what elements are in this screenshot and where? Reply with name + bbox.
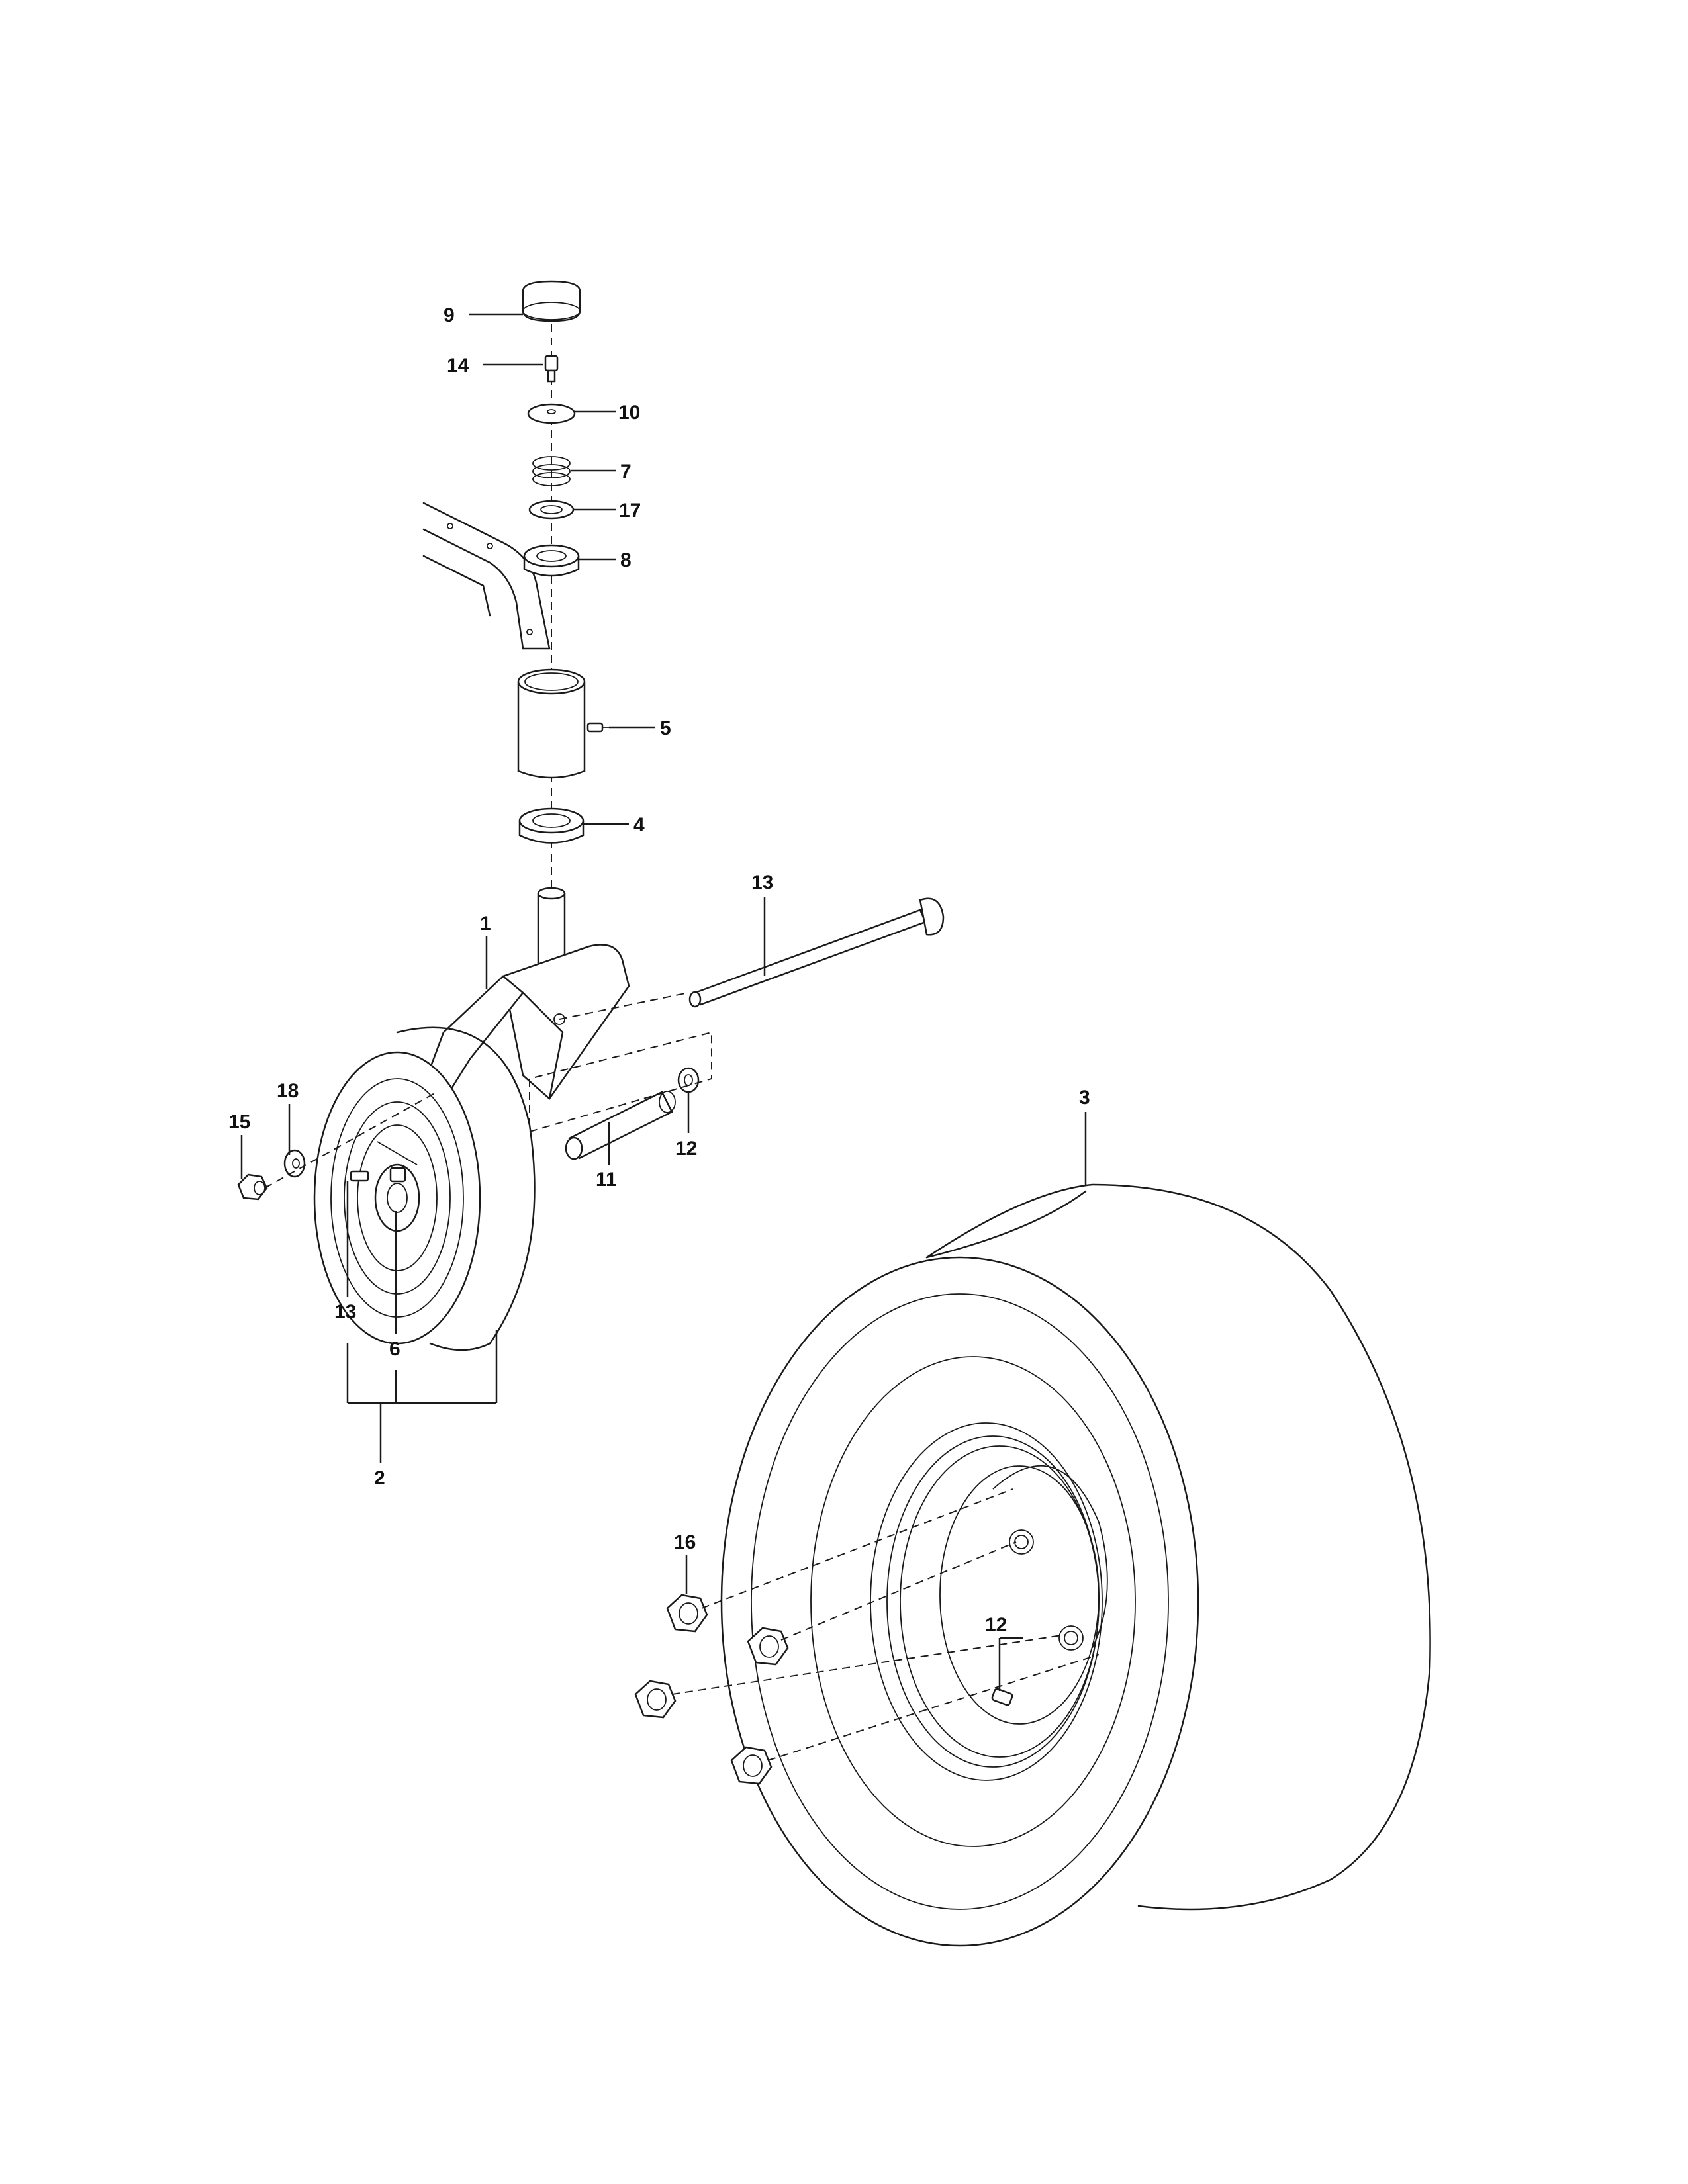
- frame-arm: [422, 502, 551, 650]
- callout-7: 7: [620, 461, 632, 482]
- part-long-bolt: [688, 897, 945, 1008]
- callout-19: 18: [277, 1080, 299, 1102]
- callout-14: 13: [751, 872, 773, 893]
- part-bearing-upper: [523, 544, 580, 577]
- callout-8: 8: [620, 549, 632, 571]
- callout-16: 15: [228, 1111, 250, 1133]
- callout-3: 3: [1079, 1087, 1090, 1109]
- part-nut-16: [237, 1173, 268, 1201]
- part-caster-fork: [422, 887, 630, 1114]
- lug-nut-4: [730, 1746, 773, 1785]
- callout-18: 17: [619, 500, 641, 522]
- callout-12-caster: 12: [675, 1138, 697, 1160]
- part-dust-cap: [522, 280, 581, 322]
- callout-15: 14: [447, 355, 469, 377]
- part-pivot-tube: [517, 668, 609, 779]
- part-spring: [532, 456, 571, 486]
- callout-11: 11: [596, 1169, 617, 1191]
- callout-6: 6: [389, 1338, 400, 1360]
- callout-10: 10: [618, 402, 640, 424]
- lug-nut-3: [634, 1680, 677, 1719]
- callout-5: 5: [660, 717, 671, 739]
- callout-9: 9: [444, 304, 455, 326]
- lug-nut-1: [666, 1594, 708, 1633]
- part-washer-18: [528, 500, 575, 520]
- part-spacer-tube: [565, 1091, 676, 1160]
- caster-assembly-lines: [264, 992, 712, 1189]
- lug-nut-2: [747, 1627, 789, 1666]
- leader-lines: [240, 313, 1087, 1691]
- callout-13: 13: [334, 1301, 356, 1323]
- part-drive-wheel: [720, 1183, 1431, 1947]
- callout-17: 16: [674, 1531, 696, 1553]
- part-bearing-lower: [518, 807, 585, 844]
- callout-numbers: 9 14 10 7 17 8 5 4 13 1 18 15 12 11 13 6…: [228, 304, 1090, 1636]
- assembly-bracket: [346, 1330, 498, 1463]
- part-screw: [544, 355, 559, 383]
- part-washer-19: [283, 1149, 306, 1178]
- part-washer-10: [527, 403, 576, 424]
- callout-4: 4: [633, 814, 645, 836]
- callout-1: 1: [480, 913, 491, 934]
- callout-2: 2: [374, 1467, 385, 1489]
- part-caster-wheel: [313, 1026, 536, 1351]
- part-lug-nuts: [634, 1594, 789, 1785]
- part-spacer-washer: [677, 1067, 700, 1093]
- callout-12-wheel: 12: [985, 1614, 1007, 1636]
